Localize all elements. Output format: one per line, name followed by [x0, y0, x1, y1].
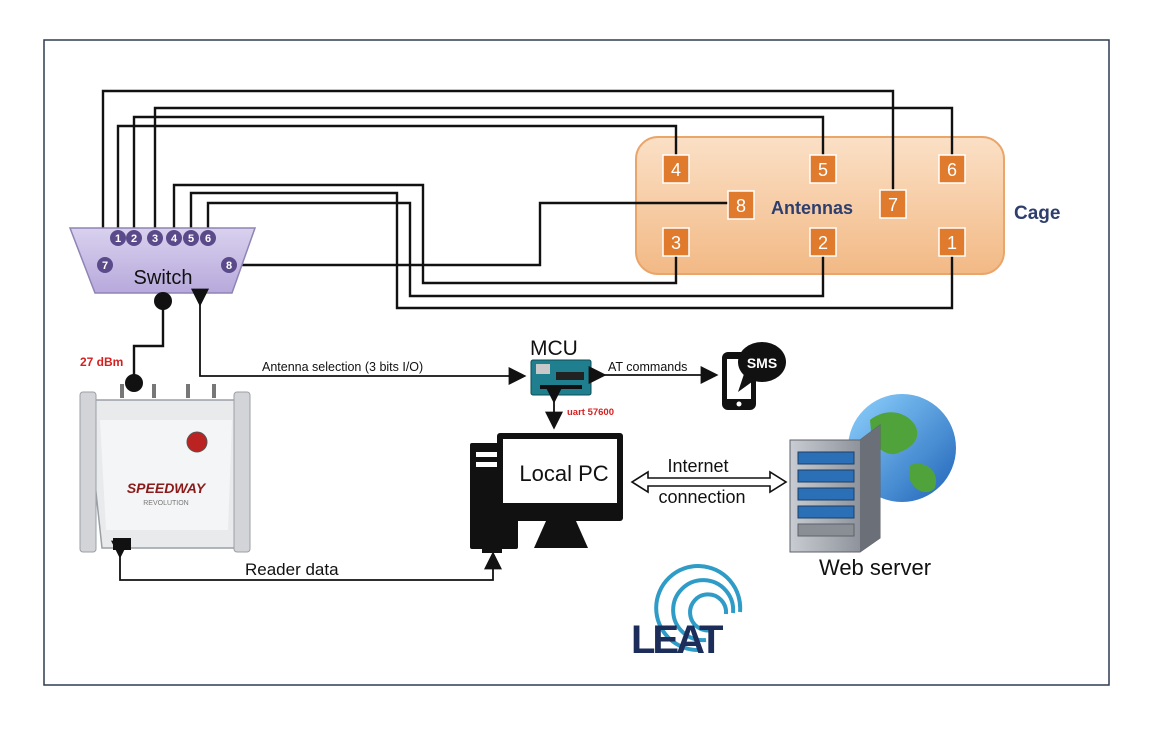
antenna-1: 1	[938, 227, 966, 257]
internet-connection-arrow	[630, 470, 788, 494]
svg-text:4: 4	[671, 160, 681, 180]
antenna-selection-line	[191, 288, 527, 385]
antenna-2: 2	[809, 227, 837, 257]
sms-phone-icon: SMS	[722, 342, 786, 410]
reader-brand: SPEEDWAY	[127, 480, 207, 496]
switch: Switch 1 2 3 4 5 6 7 8	[68, 227, 257, 294]
antenna-5: 5	[809, 154, 837, 184]
web-server-icon	[789, 394, 956, 553]
cable-6	[206, 201, 825, 298]
svg-text:1: 1	[947, 233, 957, 253]
cage-area	[635, 136, 1005, 275]
antenna-selection-label: Antenna selection (3 bits I/O)	[262, 360, 423, 374]
cable-7	[101, 89, 895, 238]
uart-label: uart 57600	[567, 407, 614, 418]
svg-text:8: 8	[226, 260, 232, 272]
svg-text:2: 2	[818, 233, 828, 253]
cable-8	[238, 201, 728, 267]
impinj-logo-icon	[186, 431, 208, 453]
svg-text:6: 6	[205, 233, 211, 245]
svg-text:3: 3	[152, 233, 158, 245]
rfid-reader: SPEEDWAY REVOLUTION	[79, 384, 251, 553]
antenna-8: 8	[727, 190, 755, 220]
antenna-6: 6	[938, 154, 966, 184]
antenna-cables	[101, 89, 954, 310]
at-commands-label: AT commands	[608, 360, 687, 374]
local-pc-label: Local PC	[519, 461, 608, 486]
cable-4	[172, 183, 678, 285]
svg-text:8: 8	[736, 196, 746, 216]
internet-label-line2: connection	[658, 487, 745, 507]
leat-logo: LEAT	[631, 564, 743, 662]
svg-text:5: 5	[188, 233, 194, 245]
svg-text:5: 5	[818, 160, 828, 180]
mcu-label: MCU	[530, 337, 578, 360]
rf-cable	[125, 292, 172, 392]
cage-label: Cage	[1014, 203, 1060, 224]
leat-logo-text: LEAT	[631, 618, 723, 662]
mcu-board	[530, 359, 592, 396]
cable-2	[132, 115, 825, 238]
internet-label-line1: Internet	[667, 456, 728, 476]
antenna-4: 4	[662, 154, 690, 184]
power-label: 27 dBm	[80, 355, 123, 369]
reader-subbrand: REVOLUTION	[143, 500, 189, 507]
svg-text:6: 6	[947, 160, 957, 180]
local-pc: Local PC	[470, 433, 623, 553]
antennas-label: Antennas	[771, 198, 853, 218]
antenna-7: 7	[879, 189, 907, 219]
reader-data-line	[111, 540, 502, 581]
switch-ports: 1 2 3 4 5 6 7 8	[97, 230, 237, 273]
antenna-boxes: 4 5 6 8 7 3 2 1	[662, 154, 966, 257]
switch-label: Switch	[134, 267, 193, 289]
reader-data-label: Reader data	[245, 560, 339, 579]
cable-1	[116, 124, 678, 238]
sms-label: SMS	[747, 355, 777, 371]
svg-text:4: 4	[171, 233, 178, 245]
svg-text:7: 7	[888, 195, 898, 215]
svg-text:1: 1	[115, 233, 121, 245]
web-server-label: Web server	[819, 555, 931, 580]
svg-text:2: 2	[131, 233, 137, 245]
cable-5	[189, 191, 954, 310]
svg-text:3: 3	[671, 233, 681, 253]
svg-text:7: 7	[102, 260, 108, 272]
cable-3	[153, 106, 954, 238]
antenna-3: 3	[662, 227, 690, 257]
